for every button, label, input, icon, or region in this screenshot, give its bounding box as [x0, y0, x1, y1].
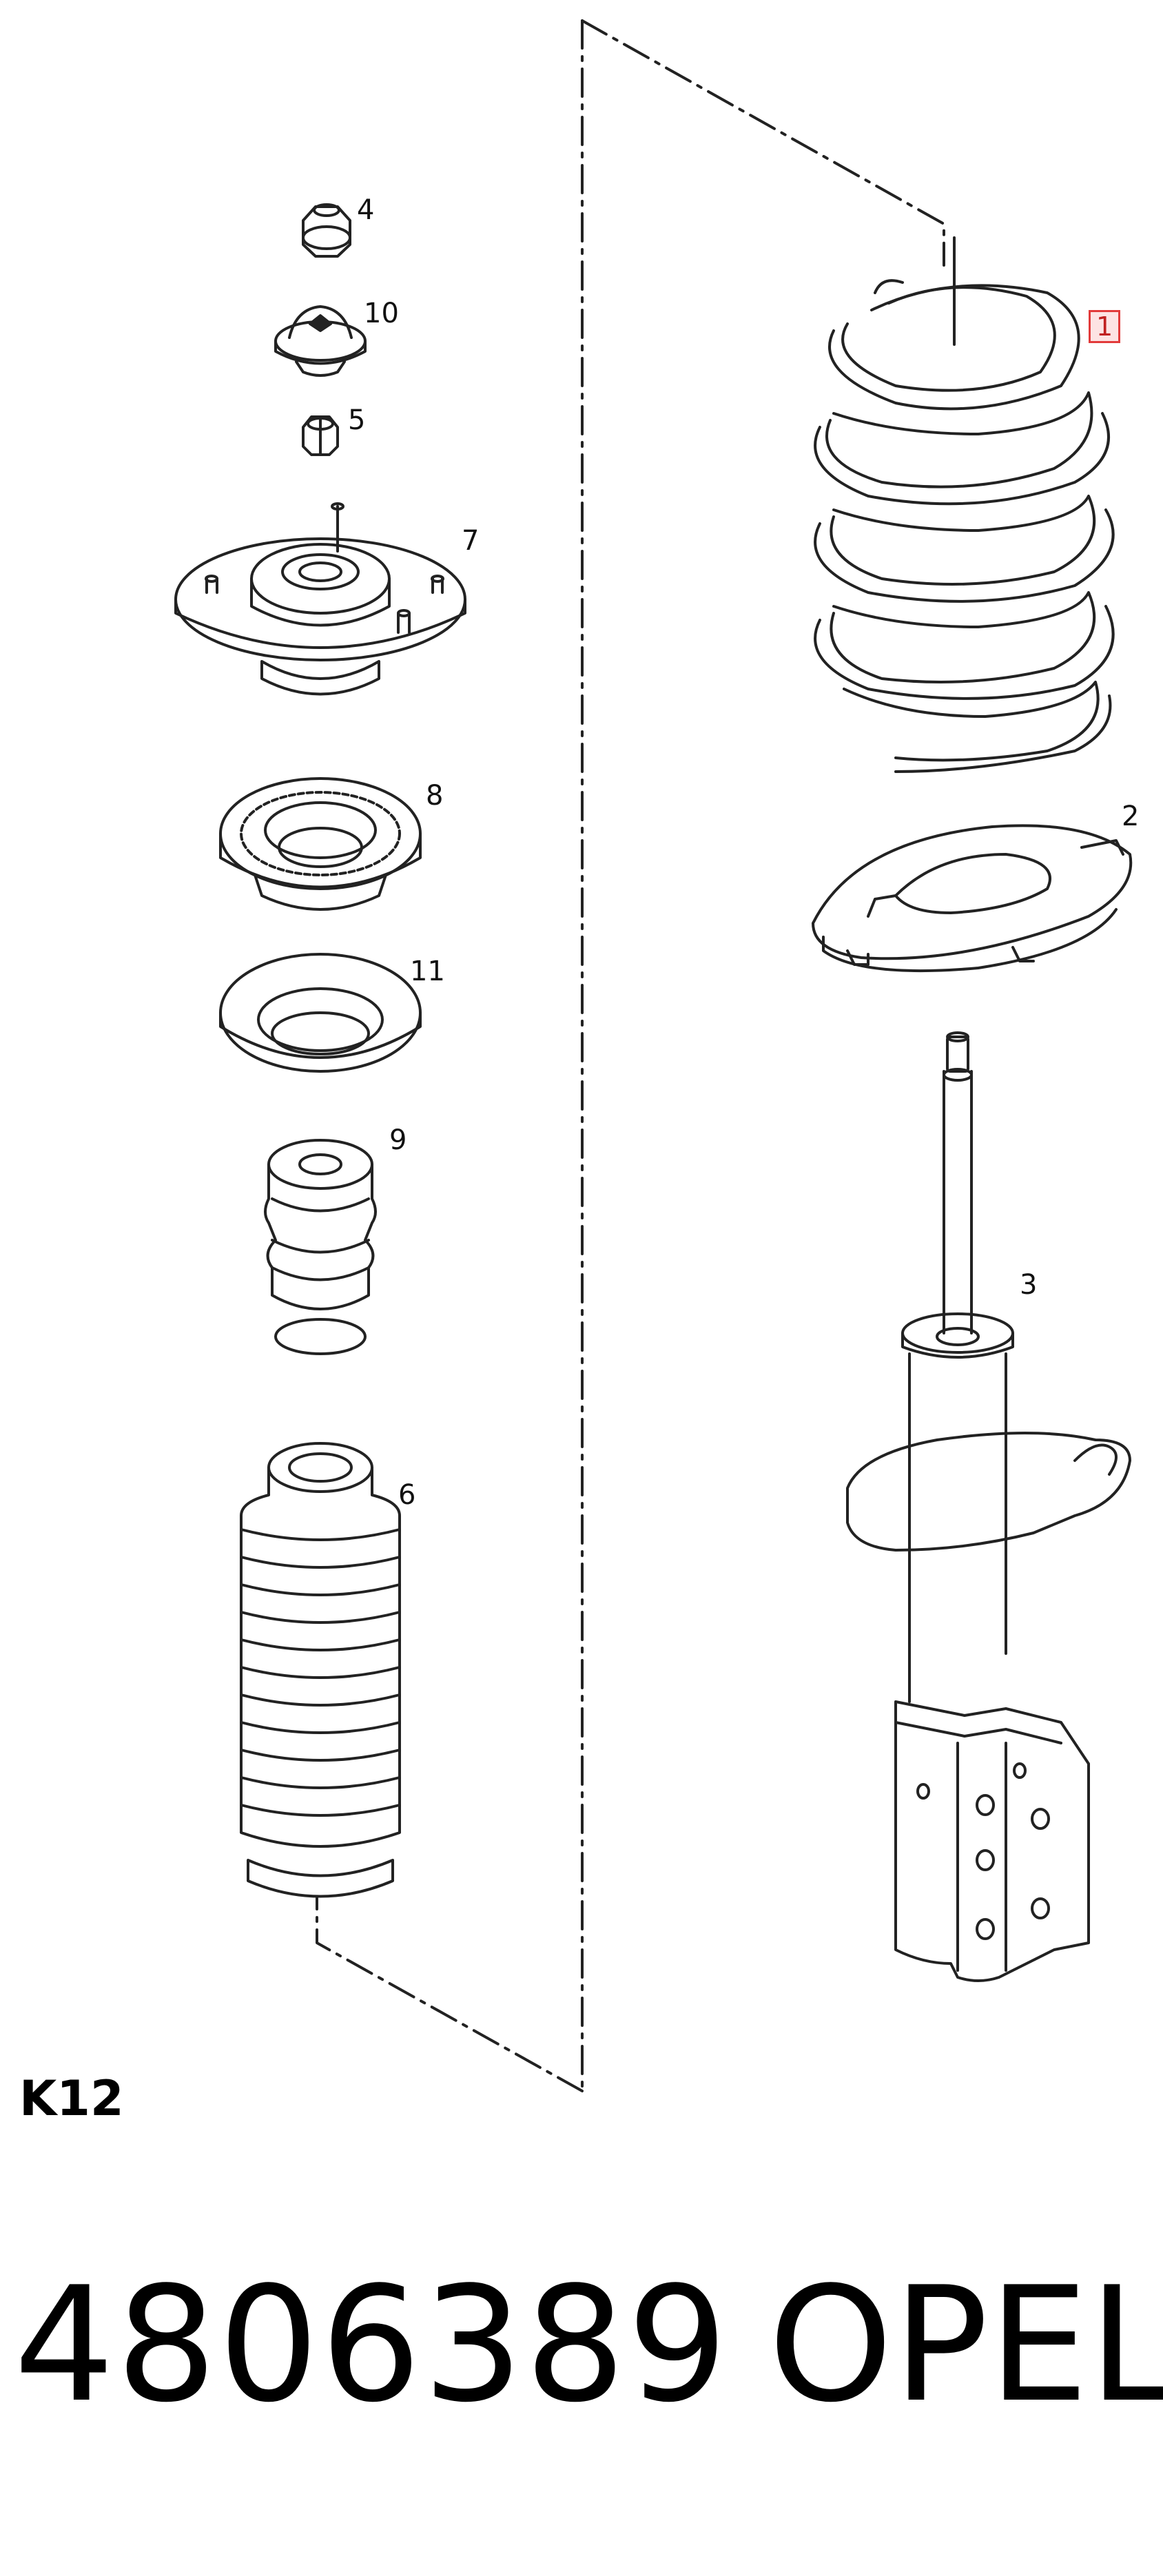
- callout-7[interactable]: 7: [462, 525, 480, 557]
- seat-part-11: [219, 953, 422, 1073]
- callout-1[interactable]: 1: [1089, 310, 1121, 343]
- callout-11[interactable]: 11: [410, 956, 445, 987]
- assembly-line-bottom: [316, 1897, 584, 2092]
- callout-9[interactable]: 9: [389, 1124, 407, 1156]
- top-mount-part-7: [174, 502, 466, 696]
- callout-3[interactable]: 3: [1020, 1269, 1038, 1301]
- bearing-part-8: [219, 777, 422, 911]
- nut-part-4: [302, 203, 351, 258]
- callout-5[interactable]: 5: [348, 404, 366, 436]
- part-number: 4806389: [14, 2254, 730, 2438]
- strut-part-3: [846, 1031, 1131, 1982]
- bump-stop-part-9: [264, 1139, 377, 1355]
- section-code: K12: [19, 2070, 124, 2127]
- assembly-line: [581, 19, 945, 267]
- coil-spring-part-1: [814, 236, 1115, 773]
- dust-boot-part-6: [240, 1442, 401, 1898]
- cap-part-10: [274, 305, 367, 377]
- callout-8[interactable]: 8: [426, 780, 444, 812]
- callout-4[interactable]: 4: [357, 194, 375, 226]
- nut-part-5: [302, 415, 339, 456]
- callout-10[interactable]: 10: [364, 298, 399, 329]
- callout-6[interactable]: 6: [398, 1479, 416, 1511]
- brand-name: OPEL: [768, 2254, 1163, 2438]
- spring-seat-part-2: [812, 824, 1133, 973]
- callout-2[interactable]: 2: [1122, 801, 1140, 832]
